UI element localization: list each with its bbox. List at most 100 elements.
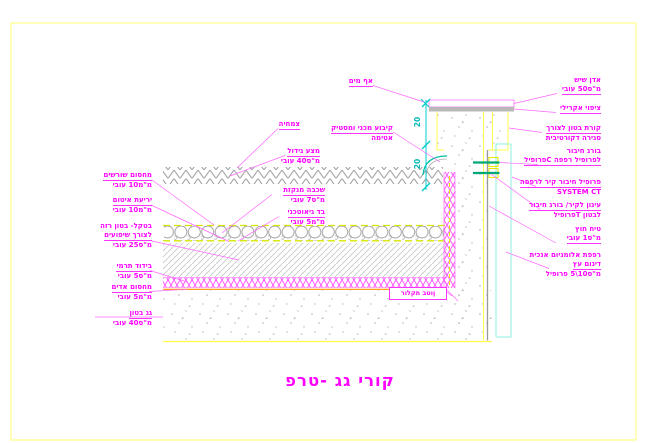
marble-sill [428, 99, 515, 108]
wall-insulation-strip [444, 172, 455, 288]
label-thermal-insulation: בידוד תרמי מ"ס5 עובי [116, 262, 152, 281]
label-vapor-barrier: מחסום אדים מ"מ5 עובי [111, 283, 153, 302]
label-line: לצורך שיפועים [104, 231, 152, 242]
drainage-layer [164, 226, 444, 241]
parapet-wall [422, 99, 515, 341]
leader-vapor-barrier [148, 288, 188, 292]
leader-drainage [221, 194, 273, 234]
leader-vegetation [236, 128, 279, 169]
label-line: אף מים [348, 77, 373, 88]
dimension-chain [420, 98, 431, 192]
label-line: מחסום אדים [111, 283, 152, 294]
label-line: מ"ס40 עובי [112, 319, 152, 328]
label-line: מ"מ10 עובי [112, 181, 152, 190]
concrete-wall [453, 150, 488, 341]
leader-louver [505, 251, 550, 269]
label-geotextile: בד גיאוטכני מ"מ5 עובי [287, 208, 326, 227]
dim-tick-mid [421, 140, 431, 150]
label-wall-profile: פרופיל חיבור קיר לרפפה SYSTEM CT [519, 178, 601, 197]
label-line: אטימה [371, 134, 393, 143]
label-aluminum-louver: רפפת אלומניום אנכית דיגום עץ מ"ס10\5 פרו… [530, 251, 601, 280]
label-line: מ"ס10\5 פרופיל [545, 270, 601, 279]
label-line: SYSTEM CT [556, 188, 601, 197]
label-line: מחסום שורשים [103, 171, 152, 182]
label-line: בידוד תרמי [116, 262, 152, 273]
label-line: ציפוי אקרילי [560, 104, 601, 115]
leader-marble-sill [513, 93, 558, 104]
roof-layers [163, 167, 493, 343]
label-betkal: בטקל- בטון רזה לצורך שיפועים מ"ס25 עובי [100, 222, 152, 251]
label-line: קיבוע מכני ומסטיק [331, 124, 393, 135]
label-root-barrier: מחסום שורשים מ"מ10 עובי [103, 171, 152, 190]
leader-wall-profile [511, 176, 537, 187]
rolka-line [445, 288, 459, 302]
growing-medium-layer [163, 167, 443, 184]
label-line: פרופיל חיבור קיר לרפפה [519, 178, 601, 189]
label-line: מ"ס7 עובי [290, 196, 325, 205]
label-line: בורג חיבור [566, 147, 601, 155]
label-line: מ"ס50 עובי [561, 85, 601, 96]
label-line: עיגון לקיר/ בורג חיבור [529, 201, 601, 212]
label-connection-screw: בורג חיבור פרופילC לפרופיל רפפה [524, 147, 601, 167]
leader-acrylic [513, 108, 557, 113]
label-drip-edge: אף מים [348, 77, 373, 88]
leader-growing-medium [229, 155, 286, 177]
dim-text-lower: 20 [413, 158, 422, 170]
label-line: מ"ס25 עובי [112, 241, 152, 250]
label-line: מ"ס40 עובי [280, 157, 320, 166]
leader-beam [508, 127, 543, 133]
leader-thermal-insulation [149, 270, 188, 283]
label-line: מ"ס5 עובי [117, 272, 152, 281]
label-rolka-box: רולקת בטון [389, 287, 447, 300]
label-line: בד גיאוטכני [287, 208, 325, 219]
label-drainage: שכבה מנקזת מ"ס7 עובי [283, 186, 325, 205]
label-line: מ"מ5 עובי [117, 293, 153, 302]
beam-left-outline [436, 112, 444, 151]
leader-waterproofing [150, 204, 230, 242]
beam-right-outline [488, 112, 509, 151]
label-exterior-plaster: טיח חוץ מ"ס1 עובי [566, 225, 601, 245]
label-line: צמחיה [278, 120, 300, 131]
dim-text-upper: 20 [413, 116, 422, 128]
label-waterproofing: יריעת איטום מ"מ10 עובי [112, 196, 152, 215]
label-mech-fixing: קיבוע מכני ומסטיק אטימה [331, 124, 393, 143]
label-line: גג בטון [129, 309, 152, 320]
label-marble-sill: אדן שיש מ"ס50 עובי [561, 76, 601, 96]
label-line: מ"מ5 עובי [290, 218, 326, 227]
label-line: קורת בטון לצורך [546, 124, 601, 135]
thermal-insulation-layer [163, 277, 447, 288]
label-concrete-roof: גג בטון מ"ס40 עובי [113, 309, 152, 328]
louver-assembly [473, 143, 512, 338]
label-line: בטקל- בטון רזה [100, 222, 152, 230]
label-acrylic-coating: ציפוי אקרילי [560, 104, 601, 115]
leader-anchor [490, 173, 541, 210]
leader-screw [499, 162, 539, 165]
leader-lines [95, 85, 558, 318]
acrylic-coating-band [429, 107, 514, 112]
dim-tick-top [421, 98, 431, 108]
leader-geotextile [237, 216, 280, 242]
label-line: שכבה מנקזת [283, 186, 325, 197]
label-vegetation: צמחיה [278, 120, 300, 131]
dim-cross-mark [420, 98, 430, 108]
drawing-border [10, 22, 637, 441]
label-line: אדן שיש [574, 76, 601, 84]
drip-edge-profile [422, 155, 448, 176]
label-line: סגירה דקורטיבית [545, 134, 601, 143]
leader-plaster [488, 205, 557, 244]
label-line: יריעת איטום [112, 196, 152, 207]
leader-betkal [151, 240, 240, 261]
label-line: מ"ס1 עובי [566, 234, 601, 245]
label-line: פרופילC לפרופיל רפפה [524, 156, 601, 167]
label-line: פרופילT לבטון [553, 211, 601, 220]
leader-root-barrier [151, 179, 215, 226]
label-growing-medium: מצע גידול מ"ס40 עובי [281, 147, 320, 166]
label-wall-anchor: עיגון לקיר/ בורג חיבור פרופילT לבטון [529, 201, 601, 220]
drawing-title: פרט- גג ירוק [285, 371, 395, 390]
label-line: טיח חוץ [575, 225, 601, 233]
dim-tick-bottom [421, 182, 431, 192]
leader-drip-edge [372, 85, 425, 103]
label-concrete-beam: קורת בטון לצורך סגירה דקורטיבית [546, 124, 601, 143]
